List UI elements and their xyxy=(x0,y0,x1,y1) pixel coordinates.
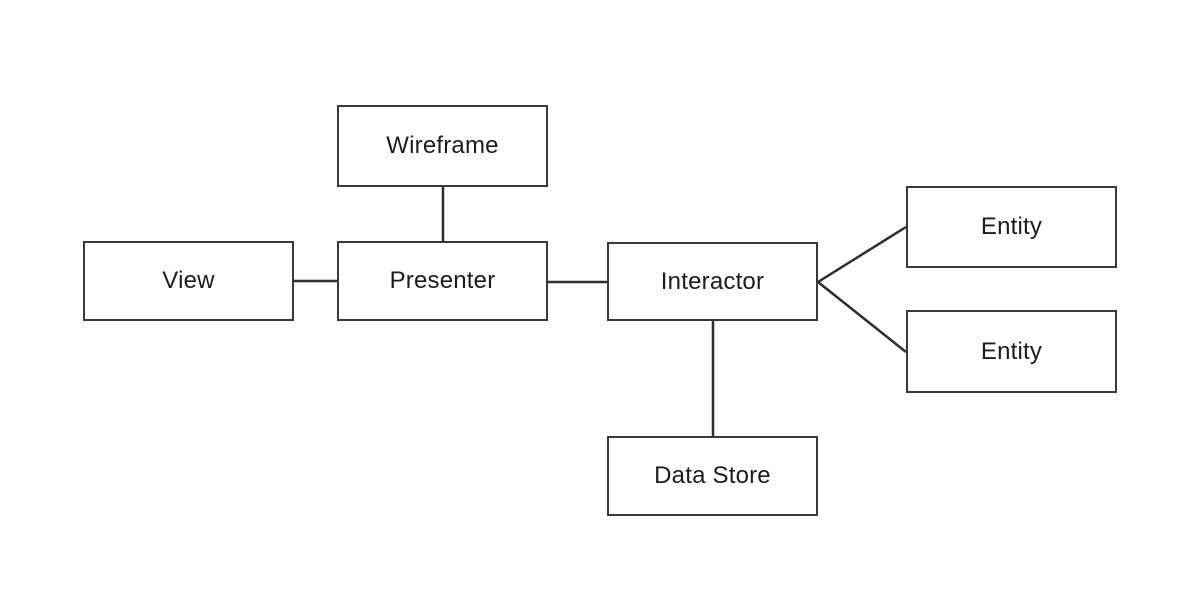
node-presenter: Presenter xyxy=(337,241,548,321)
node-entity-top-label: Entity xyxy=(980,213,1043,240)
node-interactor: Interactor xyxy=(607,242,818,321)
node-view-label: View xyxy=(162,267,215,294)
node-entity-top: Entity xyxy=(906,186,1117,268)
node-view: View xyxy=(83,241,294,321)
edge-interactor-entity-bottom xyxy=(817,281,907,353)
node-entity-bottom-label: Entity xyxy=(980,337,1043,365)
node-entity-bottom: Entity xyxy=(906,310,1117,393)
node-wireframe-label: Wireframe xyxy=(386,132,499,159)
node-wireframe: Wireframe xyxy=(337,105,548,187)
node-data-store-label: Data Store xyxy=(654,462,771,489)
node-presenter-label: Presenter xyxy=(389,267,496,294)
edge-interactor-entity-top xyxy=(817,225,907,284)
node-data-store: Data Store xyxy=(607,436,818,516)
node-interactor-label: Interactor xyxy=(660,267,765,295)
